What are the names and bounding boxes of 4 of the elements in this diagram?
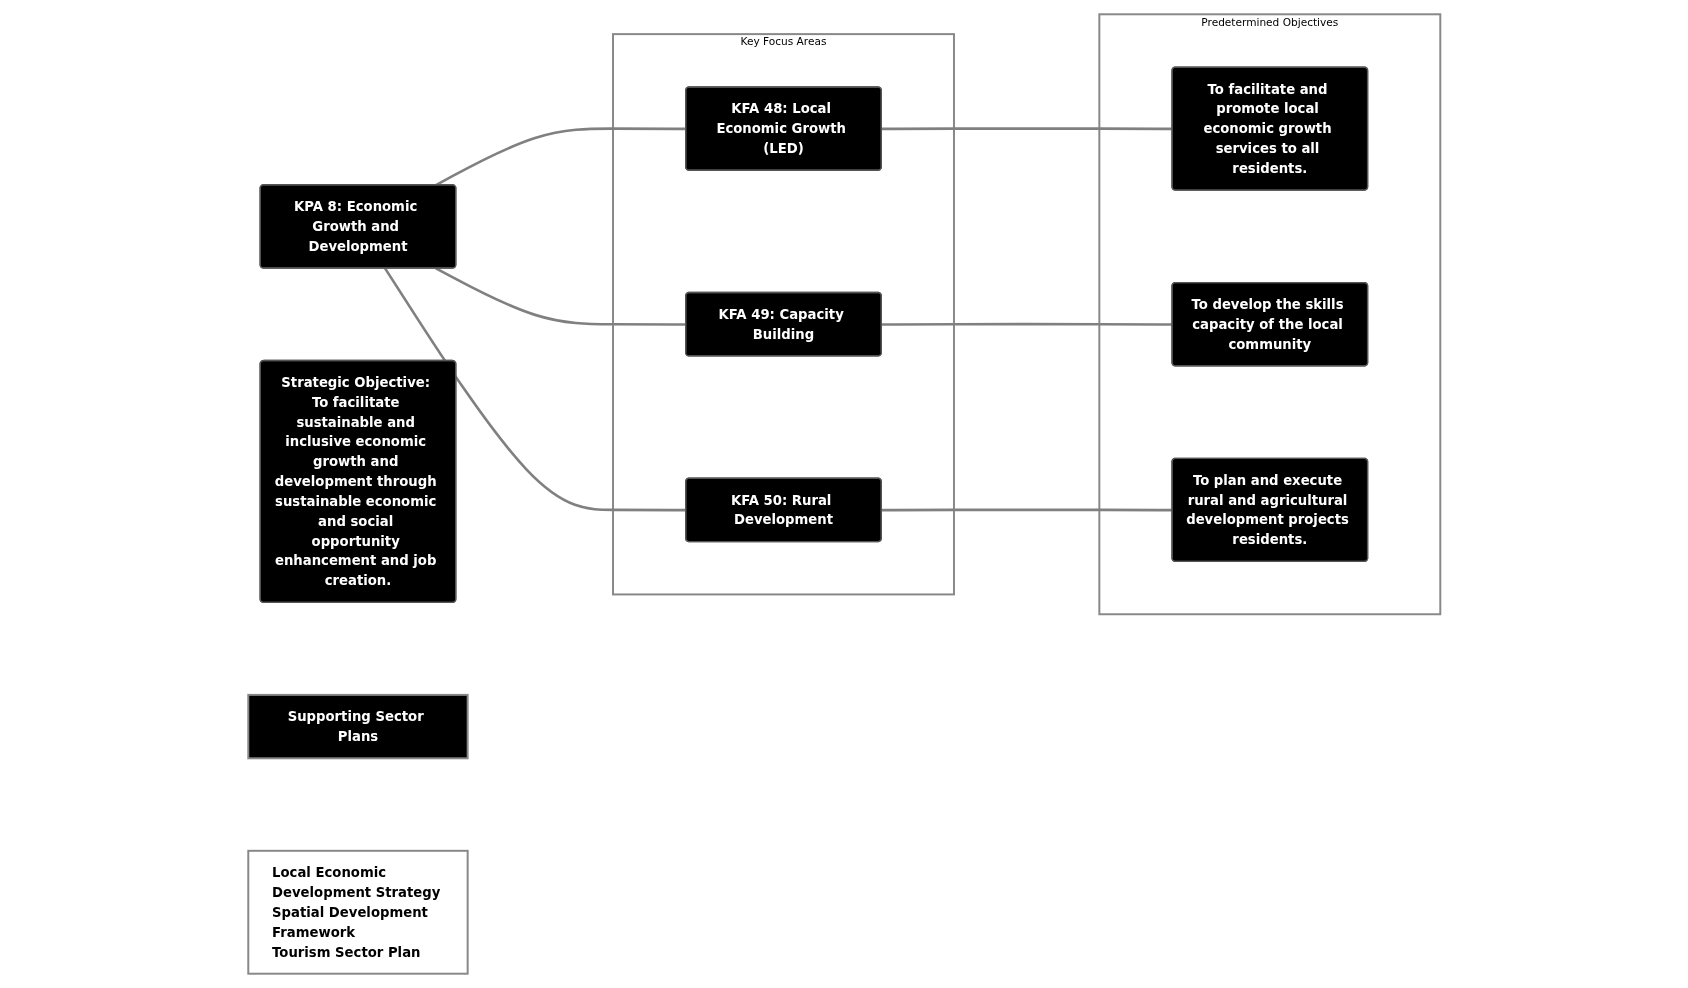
connector [383, 267, 686, 512]
node-box: Supporting Sector Plans [247, 693, 469, 760]
node-box: Local Economic Development Strategy Spatial Development Framework Tourism Sector Plan [247, 849, 469, 975]
connector [435, 267, 686, 326]
